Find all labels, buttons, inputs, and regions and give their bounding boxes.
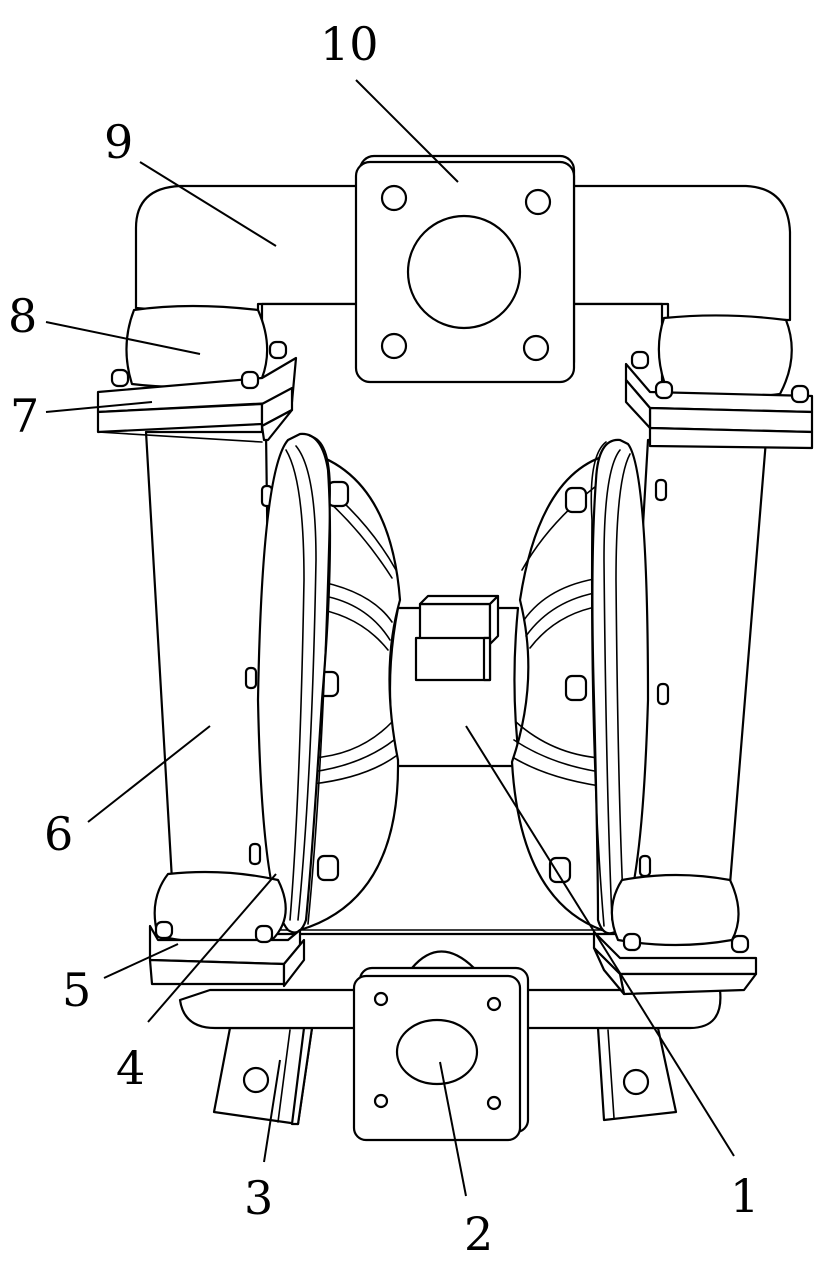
left-pipe [144, 430, 274, 882]
label-2: 2 [464, 1207, 493, 1261]
label-9: 9 [104, 115, 133, 169]
right-top-cap [624, 314, 814, 450]
left-foot [212, 1026, 314, 1126]
left-bottom-cap [148, 870, 306, 988]
label-3: 3 [244, 1171, 273, 1225]
label-6: 6 [44, 807, 73, 861]
right-bottom-cap [592, 873, 758, 996]
right-chamber [510, 452, 670, 932]
label-8: 8 [8, 289, 37, 343]
left-top-cap [96, 304, 298, 443]
label-5: 5 [62, 963, 91, 1017]
label-4: 4 [116, 1041, 145, 1095]
label-7: 7 [10, 389, 39, 443]
label-10: 10 [320, 17, 379, 71]
right-disc [590, 438, 650, 935]
label-1: 1 [730, 1169, 759, 1223]
top-flange [354, 154, 576, 384]
bottom-flange [352, 966, 530, 1142]
right-foot [596, 1026, 678, 1122]
left-disc [256, 432, 332, 934]
part-labels: 10 9 8 7 6 5 4 3 2 1 [8, 17, 759, 1261]
leader-lines [45, 79, 735, 1197]
